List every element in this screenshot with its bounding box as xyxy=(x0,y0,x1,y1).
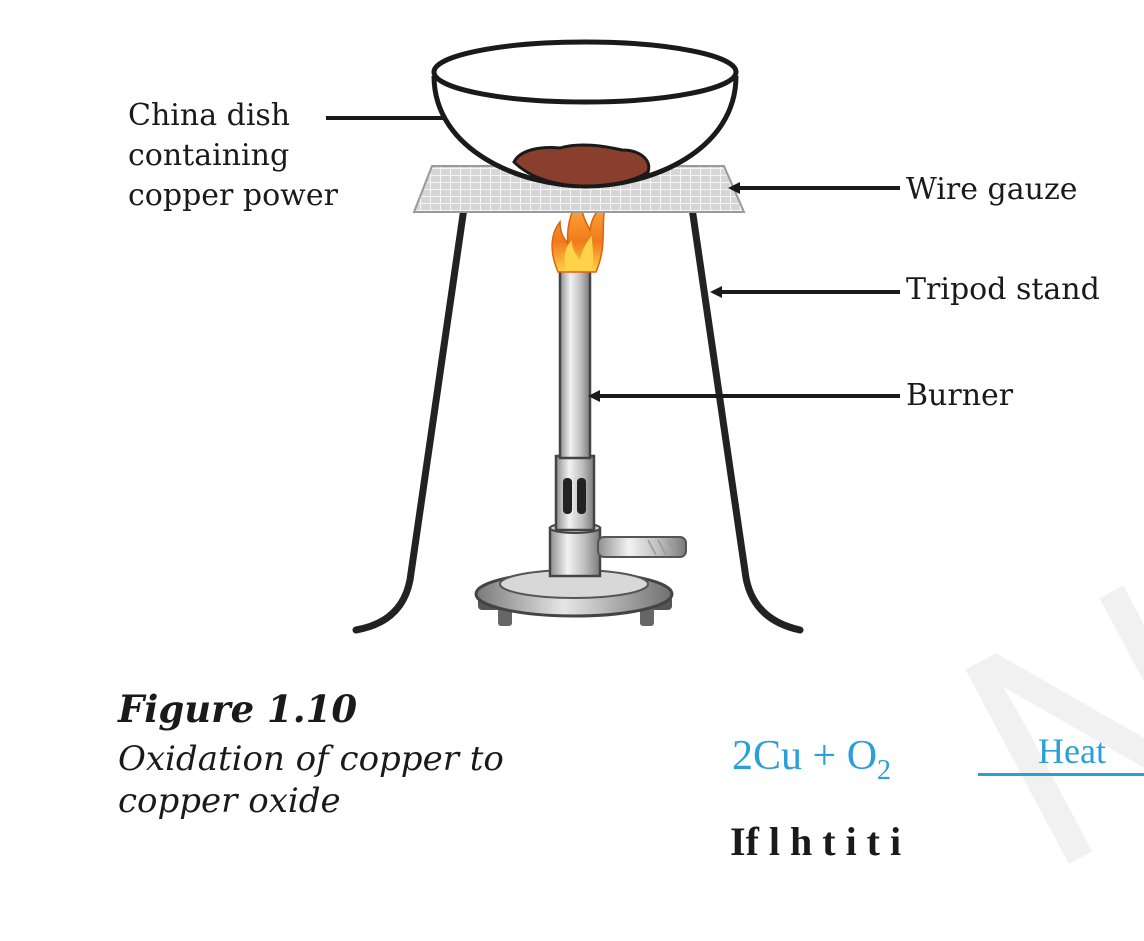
chemical-equation: 2Cu + O2 xyxy=(732,732,891,786)
china-dish xyxy=(431,39,739,189)
equation-reactants: 2Cu + O xyxy=(732,733,878,779)
equation-subscript: 2 xyxy=(877,755,892,786)
china-dish-label-line2: containing xyxy=(128,138,290,173)
tripod-stand-label: Tripod stand xyxy=(906,272,1100,307)
label-pointers xyxy=(326,116,900,402)
arrowhead-icon xyxy=(728,182,740,194)
figure-title: Figure 1.10 xyxy=(118,687,358,731)
burner-label: Burner xyxy=(906,378,1014,413)
equation-arrow-line xyxy=(978,773,1144,776)
tripod-stand xyxy=(352,204,804,634)
burner xyxy=(474,268,687,626)
cut-off-text: If l h t i t i xyxy=(730,819,902,864)
wire-gauze-label: Wire gauze xyxy=(906,172,1078,207)
arrowhead-icon xyxy=(710,286,722,298)
china-dish-label-line1: China dish xyxy=(128,98,291,133)
apparatus-diagram xyxy=(326,39,900,634)
arrowhead-icon xyxy=(588,390,600,402)
china-dish-label-line3: copper power xyxy=(128,178,338,213)
equation-arrow-label: Heat xyxy=(1038,731,1106,771)
figure-caption: Oxidation of copper to copper oxide xyxy=(118,739,504,821)
